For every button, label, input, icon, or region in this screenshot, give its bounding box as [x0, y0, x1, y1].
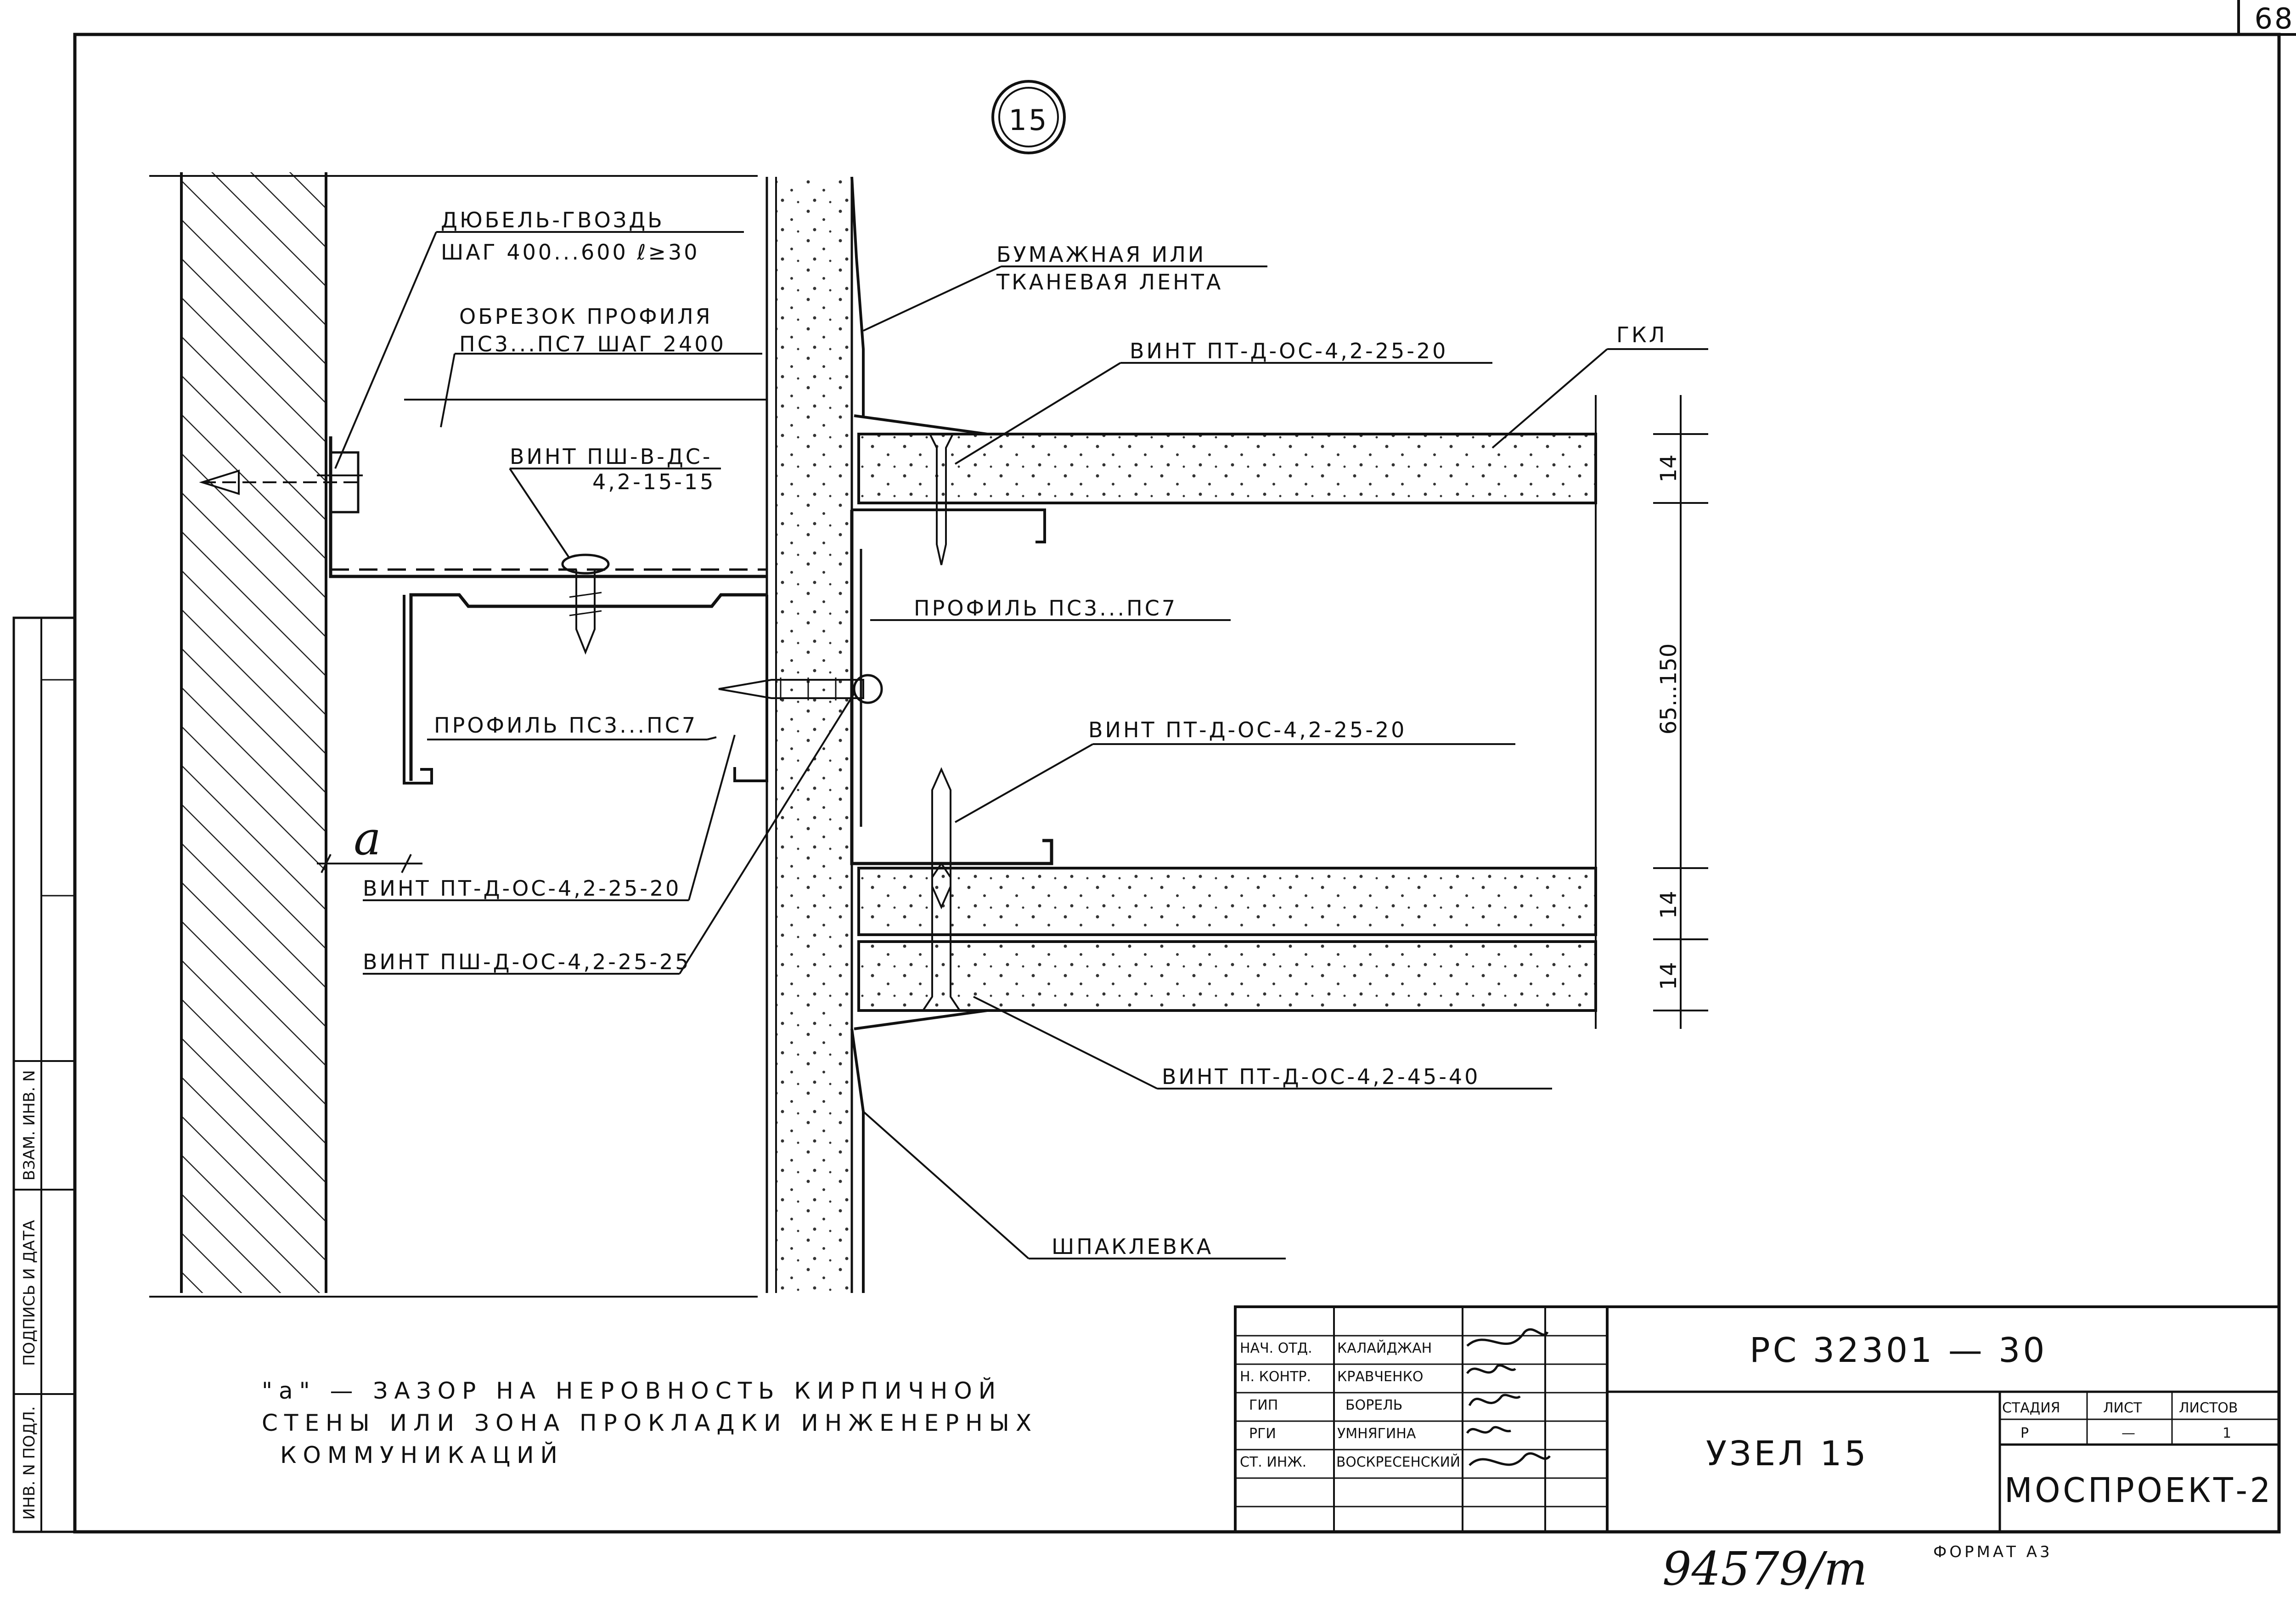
dimension-chain — [1653, 395, 1708, 1029]
document-code: РС 32301 — 30 — [1750, 1331, 2047, 1370]
leader-lines — [334, 231, 1708, 1259]
tb-role-1: НАЧ. ОТД. — [1240, 1340, 1312, 1356]
side-stamp-signature-date: ПОДПИСЬ И ДАТА — [20, 1220, 39, 1366]
tb-role-2: Н. КОНТР. — [1240, 1369, 1311, 1385]
dowel-nail — [199, 451, 363, 514]
label-screw-pt-bottom: ВИНТ ПТ-Д-ОС-4,2-45-40 — [1162, 1064, 1480, 1089]
label-screw-pt-top: ВИНТ ПТ-Д-ОС-4,2-25-20 — [1130, 339, 1448, 363]
stage-header: СТАДИЯ — [2002, 1400, 2060, 1416]
profile-left — [403, 593, 768, 785]
tb-name-4: УМНЯГИНА — [1337, 1426, 1416, 1442]
brick-wall — [180, 172, 327, 1293]
side-stamp-replace-inv: ВЗАМ. ИНВ. N — [20, 1070, 39, 1181]
label-screw-pt-mid: ВИНТ ПТ-Д-ОС-4,2-25-20 — [1088, 717, 1407, 742]
screw-psh-horizontal — [718, 674, 883, 704]
gap-dimension — [317, 854, 422, 873]
tb-role-5: СТ. ИНЖ. — [1240, 1454, 1306, 1470]
screw-middle — [931, 767, 951, 909]
tb-name-3: БОРЕЛЬ — [1345, 1397, 1402, 1413]
label-screw-pshv-line-1: ВИНТ ПШ-В-ДС- — [510, 444, 712, 469]
dim-cavity: 65...150 — [1656, 644, 1682, 734]
format-label: ФОРМАТ А3 — [1933, 1543, 2053, 1561]
label-profile-cut-line-1: ОБРЕЗОК ПРОФИЛЯ — [459, 304, 713, 329]
label-putty: ШПАКЛЕВКА — [1052, 1234, 1213, 1259]
screw-bottom — [921, 862, 962, 1011]
side-stamp: ИНВ. N ПОДЛ. ПОДПИСЬ И ДАТА ВЗАМ. ИНВ. N — [12, 616, 76, 1533]
sheets-header: ЛИСТОВ — [2179, 1400, 2238, 1416]
label-screw-pt-left: ВИНТ ПТ-Д-ОС-4,2-25-20 — [363, 876, 681, 901]
gap-note-line-3: КОММУНИКАЦИЙ — [280, 1441, 564, 1468]
label-gkl: ГКЛ — [1616, 322, 1667, 347]
label-profile-right: ПРОФИЛЬ ПС3...ПС7 — [914, 596, 1177, 621]
drawing-title: УЗЕЛ 15 — [1706, 1434, 1869, 1474]
dim-top-board: 14 — [1656, 454, 1682, 482]
label-dowel-line-2: ШАГ 400...600 ℓ≥30 — [441, 240, 700, 265]
node-number-badge: 15 — [991, 80, 1066, 154]
gap-note: "a" — ЗАЗОР НА НЕРОВНОСТЬ КИРПИЧНОЙ СТЕН… — [262, 1377, 1038, 1468]
tb-role-3: ГИП — [1249, 1397, 1278, 1413]
sheet-value: — — [2122, 1425, 2135, 1441]
label-dowel-line-1: ДЮБЕЛЬ-ГВОЗДЬ — [441, 208, 664, 232]
label-tape-line-2: ТКАНЕВАЯ ЛЕНТА — [996, 270, 1223, 294]
gap-symbol: a — [354, 812, 381, 865]
tb-name-2: КРАВЧЕНКО — [1337, 1369, 1424, 1385]
sheet-header: ЛИСТ — [2103, 1400, 2142, 1416]
profile-right — [850, 508, 1053, 865]
node-number: 15 — [1009, 103, 1049, 137]
label-tape: БУМАЖНАЯ ИЛИ ТКАНЕВАЯ ЛЕНТА — [996, 242, 1223, 294]
label-tape-line-1: БУМАЖНАЯ ИЛИ — [996, 242, 1206, 267]
stage-value: Р — [2020, 1425, 2029, 1441]
page-frame — [73, 0, 2296, 1534]
label-screw-pshv-line-2: 4,2-15-15 — [592, 469, 715, 494]
signature-scribbles — [1466, 1328, 1551, 1466]
title-block — [1234, 1305, 2280, 1533]
tb-name-1: КАЛАЙДЖАН — [1337, 1340, 1432, 1356]
board-existing-partition — [765, 177, 853, 1293]
side-stamp-inv-orig: ИНВ. N ПОДЛ. — [20, 1406, 39, 1519]
page-number: 68 — [2255, 2, 2295, 35]
sheets-value: 1 — [2223, 1425, 2231, 1441]
label-dowel: ДЮБЕЛЬ-ГВОЗДЬ ШАГ 400...600 ℓ≥30 — [441, 208, 700, 265]
gkl-board-bottom — [854, 940, 1597, 1030]
label-profile-cut-line-2: ПС3...ПС7 ШАГ 2400 — [459, 332, 726, 356]
archive-number: 94579/т — [1662, 1542, 1868, 1596]
gap-note-line-2: СТЕНЫ ИЛИ ЗОНА ПРОКЛАДКИ ИНЖЕНЕРНЫХ — [262, 1410, 1038, 1436]
organization: МОСПРОЕКТ-2 — [2004, 1471, 2273, 1510]
tb-role-4: РГИ — [1249, 1426, 1276, 1442]
screw-top — [928, 433, 955, 565]
dim-board-2: 14 — [1656, 891, 1682, 919]
gap-note-line-1: "a" — ЗАЗОР НА НЕРОВНОСТЬ КИРПИЧНОЙ — [262, 1377, 1002, 1404]
dim-board-3: 14 — [1656, 962, 1682, 990]
label-profile-left: ПРОФИЛЬ ПС3...ПС7 — [434, 713, 698, 738]
tb-name-5: ВОСКРЕСЕНСКИЙ — [1336, 1454, 1460, 1470]
gkl-board-middle — [857, 867, 1597, 936]
label-screw-pshv: ВИНТ ПШ-В-ДС- 4,2-15-15 — [510, 444, 715, 494]
screw-pshv — [561, 553, 610, 655]
label-profile-cut: ОБРЕЗОК ПРОФИЛЯ ПС3...ПС7 ШАГ 2400 — [459, 304, 726, 356]
gkl-board-top — [854, 414, 1597, 504]
label-screw-psh: ВИНТ ПШ-Д-ОС-4,2-25-25 — [363, 949, 691, 974]
